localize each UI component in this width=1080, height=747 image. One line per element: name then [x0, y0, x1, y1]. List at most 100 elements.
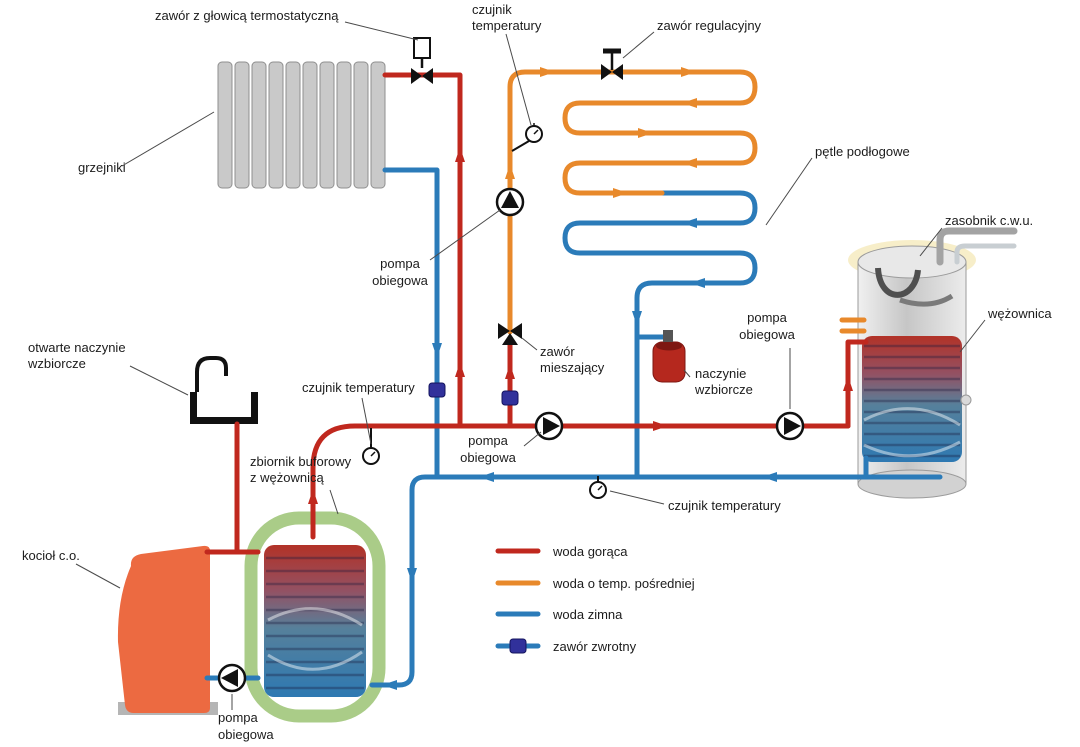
- pipes-mid: [507, 69, 867, 335]
- radiator-fin: [370, 61, 386, 189]
- regulating-valve-icon: [601, 48, 623, 80]
- radiator-fin: [268, 61, 284, 189]
- valves: [411, 37, 623, 345]
- sensors: [362, 122, 607, 499]
- sensor-stem: [511, 140, 530, 152]
- label-boiler: kocioł c.o.: [22, 548, 80, 563]
- label-dhw-tank: zasobnik c.w.u.: [945, 213, 1033, 228]
- flow-arrows-hot: [308, 147, 853, 504]
- label-radiators: grzejniki: [78, 160, 126, 175]
- pipe-dhw-top-gray: [936, 227, 1018, 266]
- thermostatic-valve-icon: [411, 37, 433, 84]
- label-thermostatic-valve: zawór z głowicą termostatyczną: [155, 8, 339, 23]
- tank-inner-pipe: [875, 267, 921, 298]
- radiator-fin: [302, 61, 318, 189]
- boiler: [117, 545, 218, 715]
- label-coil: wężownica: [987, 306, 1052, 321]
- radiator-fin: [285, 61, 301, 189]
- boiler-body: [117, 545, 210, 713]
- open-expansion-vessel: [190, 356, 258, 424]
- legend-check-valve-icon: [509, 638, 527, 654]
- label-buffer-tank-2: z wężownicą: [250, 470, 324, 485]
- temperature-sensor-icon: [362, 444, 380, 465]
- flow-arrow: [432, 343, 442, 358]
- pipe-dhw-top-gray2: [954, 243, 1017, 265]
- label-floor-loops: pętle podłogowe: [815, 144, 910, 159]
- flow-arrow: [382, 680, 397, 690]
- label-mixing-valve: zawór: [540, 344, 575, 359]
- label-regulating-valve: zawór regulacyjny: [657, 18, 762, 33]
- pipe-radiator-supply: [382, 72, 463, 429]
- label-buffer-tank: zbiornik buforowy: [250, 454, 352, 469]
- flow-arrow: [690, 278, 705, 288]
- pipes-utility: [663, 227, 1018, 342]
- check-valves: [428, 382, 519, 406]
- radiator-fin: [251, 61, 267, 189]
- label-pump-dhw-2: obiegowa: [739, 327, 795, 342]
- flow-arrow: [682, 218, 697, 228]
- pipe-dhw-supply: [845, 339, 869, 429]
- radiator-fin: [319, 61, 335, 189]
- legend-label-cold: woda zimna: [552, 607, 623, 622]
- pump-icon-main: [534, 411, 564, 441]
- vessel-nub: [663, 330, 673, 342]
- flow-arrow: [843, 376, 853, 391]
- check-valve-icon: [501, 390, 519, 406]
- flow-arrow: [407, 568, 417, 583]
- label-expansion-vessel: naczynie: [695, 366, 746, 381]
- label-temp-sensor-mid: czujnik temperatury: [302, 380, 415, 395]
- label-temp-sensor-top: czujnik: [472, 2, 512, 17]
- label-pump-floorloop: pompa: [380, 256, 421, 271]
- flow-arrow: [682, 158, 697, 168]
- flow-arrow: [308, 489, 318, 504]
- flow-arrow: [762, 472, 777, 482]
- label-pump-boiler-2: obiegowa: [218, 727, 274, 742]
- flow-arrow: [479, 472, 494, 482]
- pipe-floorloop-return: [562, 190, 758, 480]
- flow-arrow: [455, 147, 465, 162]
- legend-label-hot: woda gorąca: [552, 544, 628, 559]
- label-pump-floorloop-2: obiegowa: [372, 273, 428, 288]
- check-valve-icon: [428, 382, 446, 398]
- radiator-fin: [353, 61, 369, 189]
- expansion-vessel: [652, 341, 686, 383]
- pump-icon-floorloop: [495, 187, 525, 217]
- faucet-icon: [195, 356, 228, 392]
- mixing-valve-icon: [498, 323, 522, 345]
- pump-icon-dhw: [775, 411, 805, 441]
- tank-inner-pipe: [899, 293, 954, 307]
- dhw-coil-stripes: [863, 344, 961, 458]
- pipe-main-supply: [310, 423, 851, 540]
- temperature-sensor-icon: [525, 122, 543, 143]
- temperature-sensor-icon: [589, 478, 607, 499]
- pipes-hot: [204, 72, 869, 555]
- label-pump-dhw: pompa: [747, 310, 788, 325]
- flow-arrow: [505, 164, 515, 179]
- label-pump-boiler: pompa: [218, 710, 259, 725]
- flow-arrow: [632, 311, 642, 326]
- radiator-fin: [217, 61, 233, 189]
- dhw-coil: [862, 336, 962, 462]
- vessel-opening: [197, 392, 251, 417]
- legend-label-checkvalve: zawór zwrotny: [553, 639, 637, 654]
- label-temp-sensor-bottom: czujnik temperatury: [668, 498, 781, 513]
- pump-icon-boiler: [217, 663, 247, 693]
- pipe-floorloop-supply: [507, 69, 758, 335]
- flow-arrow: [682, 98, 697, 108]
- buffer-coil: [264, 545, 366, 697]
- vessel-cap: [656, 341, 682, 351]
- pipe-radiator-return: [382, 167, 440, 480]
- legend: woda gorąca woda o temp. pośredniej woda…: [495, 544, 695, 654]
- flow-arrow: [613, 188, 628, 198]
- label-open-vessel-2: wzbiorcze: [27, 356, 86, 371]
- radiator-fin: [336, 61, 352, 189]
- flow-arrow: [540, 67, 555, 77]
- flow-arrow: [681, 67, 696, 77]
- radiator-fin: [234, 61, 250, 189]
- label-temp-sensor-top-2: temperatury: [472, 18, 542, 33]
- tank-top: [857, 245, 967, 279]
- flow-arrow: [638, 128, 653, 138]
- buffer-coil-stripes: [266, 556, 364, 690]
